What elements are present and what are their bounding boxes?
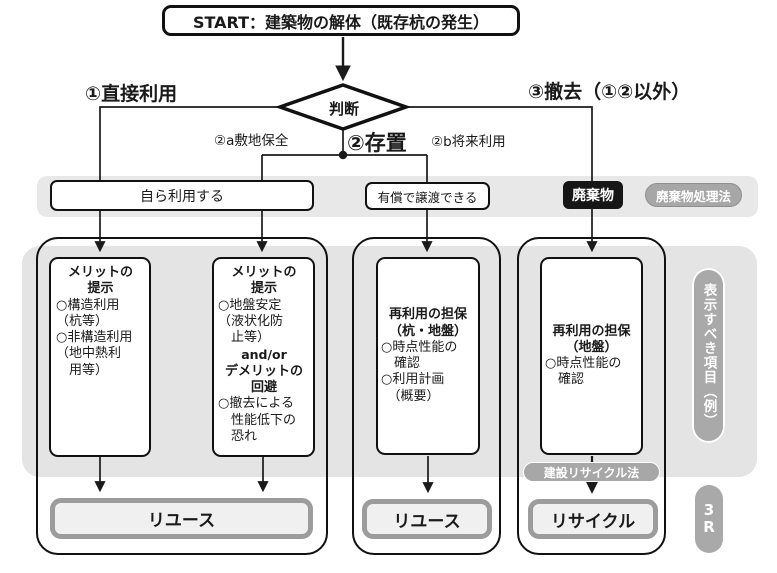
node-self-use: 自ら利用する: [50, 180, 314, 211]
item-box-merit-direct: メリットの 提示 ○構造利用 （杭等） ○非構造利用 （地中熱利 用等）: [49, 257, 151, 457]
branch-label-removal: ③撤去（①②以外）: [528, 81, 691, 103]
start-node: START：建築物の解体（既存杭の発生）: [162, 5, 520, 36]
branch-label-direct-use: ①直接利用: [85, 83, 178, 105]
decision-diamond-label: 判断: [328, 100, 359, 118]
reuse-guarantee-ground-body: ○時点性能の 確認: [545, 356, 622, 388]
node-waste: 廃棄物: [563, 181, 623, 209]
node-paid-transfer-label: 有償で譲渡できる: [377, 189, 478, 205]
outcome-recycle: リサイクル: [528, 499, 658, 539]
item-box-reuse-guarantee-pile: 再利用の担保 （杭・地盤） ○時点性能の 確認 ○利用計画 （概要）: [376, 257, 480, 455]
merit-preserve-connector: and/or: [241, 347, 287, 363]
merit-direct-heading: メリットの 提示: [67, 265, 133, 297]
item-box-merit-preserve: メリットの 提示 ○地盤安定 （液状化防 止等） and/or デメリットの 回…: [212, 257, 315, 457]
reuse-guarantee-pile-heading: 再利用の担保 （杭・地盤）: [388, 307, 467, 339]
reuse-guarantee-ground-heading: 再利用の担保 （地盤）: [552, 323, 631, 355]
group-leave-transfer: [352, 237, 501, 555]
merit-preserve-body1: ○地盤安定 （液状化防 止等）: [218, 297, 284, 346]
badge-display-items-label: 表示すべき項目（例）: [700, 283, 717, 428]
merit-preserve-heading: メリットの 提示: [231, 265, 297, 297]
node-waste-label: 廃棄物: [572, 188, 614, 204]
node-self-use-label: 自ら利用する: [140, 188, 224, 205]
badge-waste-disposal-law: 廃棄物処理法: [645, 183, 742, 207]
badge-waste-disposal-law-label: 廃棄物処理法: [655, 188, 731, 204]
branch-label-site-preservation: ②a敷地保全: [214, 133, 289, 149]
merit-direct-body: ○構造利用 （杭等） ○非構造利用 （地中熱利 用等）: [56, 297, 133, 378]
branch-label-leave-in-place: ②存置: [347, 131, 407, 155]
outcome-reuse-direct-label: リユース: [147, 511, 216, 531]
start-label: START：建築物の解体（既存杭の発生）: [192, 12, 490, 32]
reuse-guarantee-pile-body: ○時点性能の 確認 ○利用計画 （概要）: [381, 339, 458, 404]
outcome-reuse-direct: リユース: [50, 498, 313, 539]
group-removal: [517, 237, 666, 555]
node-paid-transfer: 有償で譲渡できる: [365, 182, 490, 210]
demerit-heading: デメリットの 回避: [224, 363, 303, 396]
badge-construction-recycling-law: 建設リサイクル法: [523, 462, 660, 482]
item-box-reuse-guarantee-ground: 再利用の担保 （地盤） ○時点性能の 確認: [540, 257, 643, 455]
badge-3r: 3 R: [695, 485, 723, 553]
badge-display-items: 表示すべき項目（例）: [692, 268, 725, 443]
outcome-recycle-label: リサイクル: [550, 511, 636, 532]
outcome-reuse-leave-label: リユース: [393, 511, 461, 532]
group-direct-use: [36, 237, 328, 555]
merit-preserve-body2: ○撤去による 性能低下の 恐れ: [218, 396, 297, 444]
outcome-reuse-leave: リユース: [362, 499, 492, 539]
badge-construction-recycling-law-label: 建設リサイクル法: [543, 465, 640, 480]
branch-label-future-use: ②b将来利用: [431, 134, 506, 150]
